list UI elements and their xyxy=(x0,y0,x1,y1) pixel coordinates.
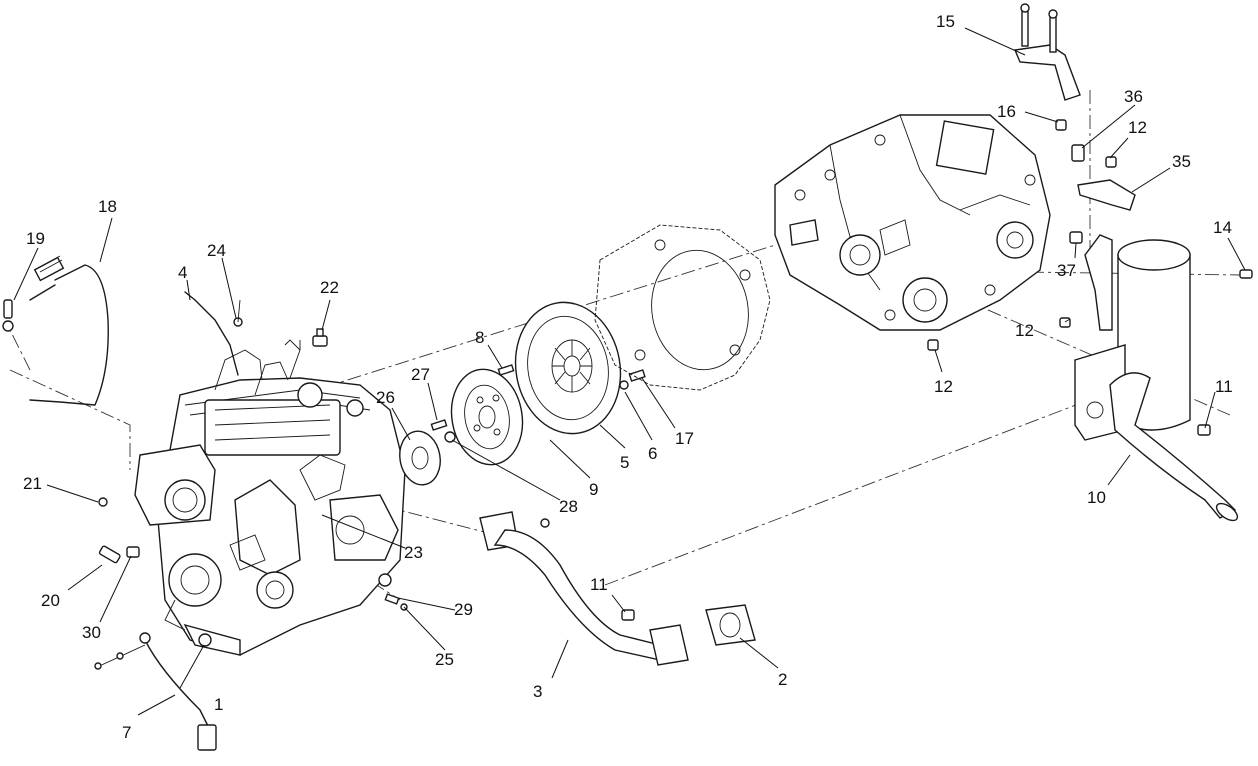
bolt-11-right xyxy=(1197,424,1211,436)
callout-19: 19 xyxy=(26,229,45,248)
callout-28: 28 xyxy=(559,497,578,516)
callout-37: 37 xyxy=(1057,261,1076,280)
leader-lines xyxy=(13,27,1246,716)
bolt-27 xyxy=(430,419,448,431)
bolt-17 xyxy=(628,369,646,382)
washer-28 xyxy=(444,431,456,443)
callout-20: 20 xyxy=(41,591,60,610)
pin-29-25 xyxy=(384,593,408,611)
callout-35: 35 xyxy=(1172,152,1191,171)
harness-7 xyxy=(94,632,217,751)
callout-36: 36 xyxy=(1124,87,1143,106)
exhaust-pipe-3 xyxy=(479,511,689,666)
callout-5: 5 xyxy=(620,453,629,472)
callout-14: 14 xyxy=(1213,218,1232,237)
callout-30: 30 xyxy=(82,623,101,642)
clip-19 xyxy=(2,299,14,332)
bracket-35 xyxy=(1077,179,1136,211)
callout-16: 16 xyxy=(997,102,1016,121)
callout-29: 29 xyxy=(454,600,473,619)
callout-labels: 1 2 3 4 5 6 7 8 9 10 11 11 12 12 12 14 1… xyxy=(23,12,1233,742)
callout-21: 21 xyxy=(23,474,42,493)
clutch-5 xyxy=(514,301,622,435)
callout-9: 9 xyxy=(589,480,598,499)
nut-21 xyxy=(98,497,108,507)
nut-16 xyxy=(1055,119,1067,131)
callout-3: 3 xyxy=(533,682,542,701)
callout-15: 15 xyxy=(936,12,955,31)
flywheel-9 xyxy=(450,368,524,466)
callout-10: 10 xyxy=(1087,488,1106,507)
callout-6: 6 xyxy=(648,444,657,463)
cable-18 xyxy=(29,255,109,406)
adapter-plate-26 xyxy=(399,430,441,486)
callout-24: 24 xyxy=(207,241,226,260)
sensor-22 xyxy=(312,328,328,347)
callout-8: 8 xyxy=(475,328,484,347)
nut-37 xyxy=(1069,231,1083,244)
callout-25: 25 xyxy=(435,650,454,669)
bolt-11-left xyxy=(621,609,635,621)
bolt-14 xyxy=(1239,269,1253,279)
muffler-10 xyxy=(1074,234,1239,522)
bracket-4 xyxy=(184,291,239,376)
callout-11-right: 11 xyxy=(1215,377,1233,396)
bracket-15 xyxy=(1014,3,1081,101)
callout-4: 4 xyxy=(178,263,187,282)
callout-27: 27 xyxy=(411,365,430,384)
gasket-2 xyxy=(705,604,756,646)
callout-11-left: 11 xyxy=(590,575,608,594)
bellhousing xyxy=(594,224,771,391)
callout-12-lower: 12 xyxy=(934,377,953,396)
callout-2: 2 xyxy=(778,670,787,689)
callout-22: 22 xyxy=(320,278,339,297)
switch-36 xyxy=(1071,144,1085,162)
nut-12-lower xyxy=(927,339,939,351)
bolt-8 xyxy=(497,364,515,376)
callout-23: 23 xyxy=(404,543,423,562)
callout-18: 18 xyxy=(98,197,117,216)
fitting-20 xyxy=(98,545,121,564)
callout-17: 17 xyxy=(675,429,694,448)
callout-1: 1 xyxy=(214,695,223,714)
engine-assembly xyxy=(134,339,406,656)
callout-12-upper: 12 xyxy=(1128,118,1147,137)
nut-12-upper xyxy=(1105,156,1117,168)
callout-12-mid: 12 xyxy=(1015,321,1034,340)
washer-6 xyxy=(619,380,629,390)
callout-26: 26 xyxy=(376,388,395,407)
nut-30 xyxy=(126,546,140,558)
transaxle-assembly xyxy=(774,114,1051,331)
callout-7: 7 xyxy=(122,723,131,742)
